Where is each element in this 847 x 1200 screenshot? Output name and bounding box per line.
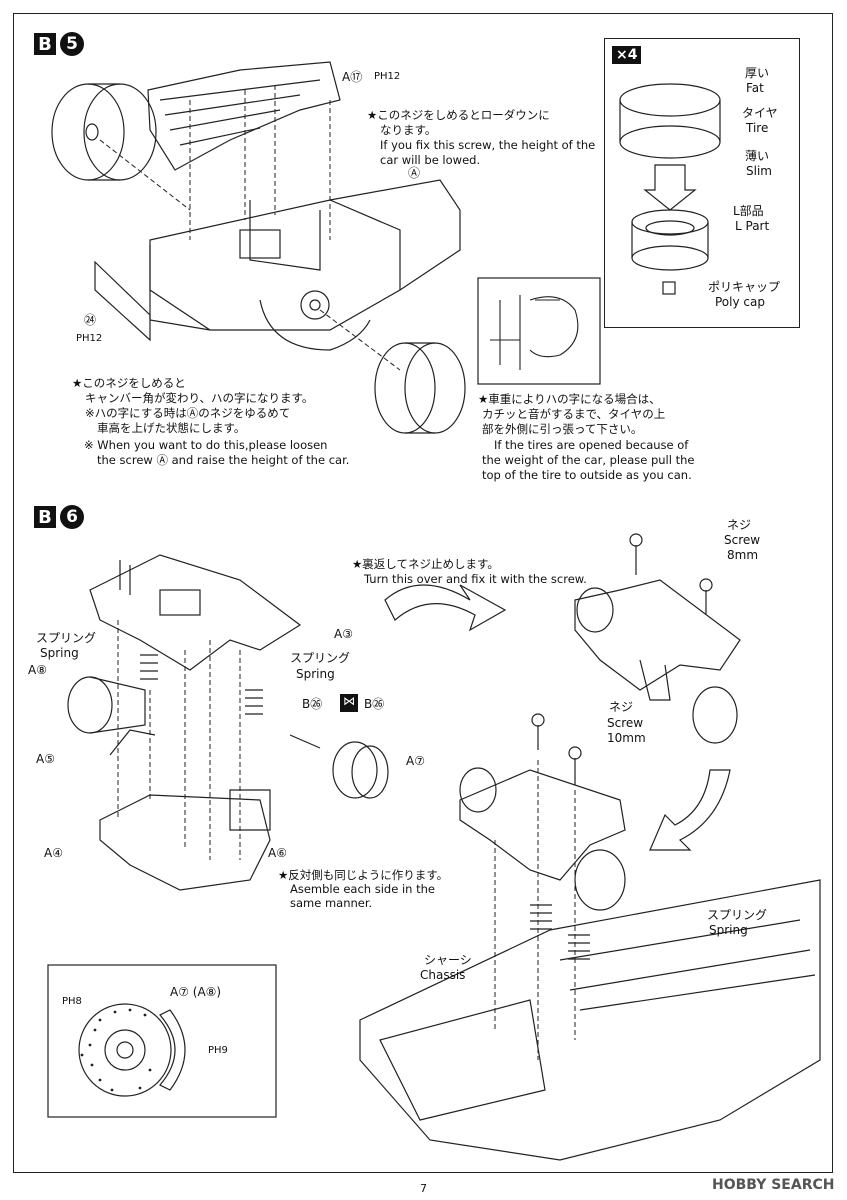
spring-mid-en: Spring [296, 667, 335, 681]
label-polycap-en: Poly cap [715, 295, 765, 309]
spring-left-en: Spring [40, 646, 79, 660]
tire-pull-note-jp-2: カチッと音がするまで、タイヤの上 [482, 407, 666, 421]
camber-note-en-2: the screw Ⓐ and raise the height of the … [97, 453, 350, 467]
lowdown-note-en-2: car will be lowed. [380, 153, 481, 167]
label-fat-jp: 厚い [745, 66, 770, 80]
part-b26-left-label: B㉖ [302, 697, 323, 711]
screw-10mm-en: Screw [607, 716, 644, 730]
label-lpart-en: L Part [735, 219, 770, 233]
spring-right-jp: スプリング [707, 908, 768, 922]
screw-8mm-jp: ネジ [727, 518, 752, 532]
part-a4-label: A④ [44, 846, 63, 860]
detail-ph8: PH8 [62, 996, 82, 1007]
chassis-jp: シャーシ [424, 953, 472, 967]
detail-ph9: PH9 [208, 1045, 228, 1056]
lowdown-note-jp-1: ★このネジをしめるとローダウンに [367, 108, 550, 122]
page-number: 7 [420, 1182, 427, 1195]
part-a7-label: A⑦ [406, 754, 425, 768]
part-ph12-left-label: PH12 [76, 333, 103, 344]
camber-note-jp-3: ※ハの字にする時はⒶのネジをゆるめて [85, 406, 291, 420]
step-letter: B [34, 33, 56, 55]
label-tire-jp: タイヤ [742, 106, 778, 120]
step-number: 5 [60, 32, 84, 56]
part-a5-label: A⑤ [36, 752, 55, 766]
label-fat-en: Fat [746, 81, 764, 95]
step-b6-badge: B 6 [34, 505, 84, 529]
same-manner-jp: ★反対側も同じように作ります。 [278, 868, 449, 882]
detail-part-a7-a8: A⑦ (A⑧) [170, 985, 222, 999]
tire-pull-note-en-1: If the tires are opened because of [494, 438, 689, 452]
part-24-label: ㉔ [84, 313, 97, 327]
spring-left-jp: スプリング [36, 631, 97, 645]
part-a6-label: A⑥ [268, 846, 287, 860]
label-slim-jp: 薄い [745, 149, 770, 163]
label-slim-en: Slim [746, 164, 772, 178]
part-a17-label: A⑰ [342, 70, 363, 84]
label-polycap-jp: ポリキャップ [708, 280, 781, 294]
part-b26-right-label: B㉖ [364, 697, 385, 711]
tire-pull-note-en-2: the weight of the car, please pull the [482, 453, 695, 467]
watermark: HOBBY SEARCH [712, 1177, 835, 1193]
screw-10mm-jp: ネジ [609, 700, 634, 714]
same-manner-en-1: Asemble each side in the [290, 882, 435, 896]
same-manner-en-2: same manner. [290, 896, 373, 910]
part-a-circle-label: Ⓐ [408, 166, 421, 180]
screw-10mm-length: 10mm [607, 731, 646, 745]
camber-note-en-1: ※ When you want to do this,please loosen [84, 438, 328, 452]
screw-8mm-length: 8mm [727, 548, 759, 562]
camber-note-jp-4: 車高を上げた状態にします。 [97, 421, 246, 435]
part-a3-label: A③ [334, 627, 353, 641]
step-b5-badge: B 5 [34, 32, 84, 56]
turn-over-jp: ★裏返してネジ止めします。 [352, 557, 499, 571]
camber-note-jp-2: キャンバー角が変わり、ハの字になります。 [85, 391, 314, 405]
lowdown-note-jp-2: なります。 [380, 123, 437, 137]
mirror-icon: ⋈ [340, 694, 358, 712]
label-lpart-jp: L部品 [733, 204, 764, 218]
spring-mid-jp: スプリング [290, 651, 351, 665]
spring-right-en: Spring [709, 923, 748, 937]
part-ph12-top-label: PH12 [374, 71, 401, 82]
tire-pull-note-jp-1: ★車重によりハの字になる場合は、 [478, 392, 661, 406]
screw-8mm-en: Screw [724, 533, 761, 547]
part-a8-label: A⑧ [28, 663, 47, 677]
step-letter: B [34, 506, 56, 528]
tire-pull-note-jp-3: 部を外側に引っ張って下さい。 [482, 422, 643, 436]
tire-pull-note-en-3: top of the tire to outside as you can. [482, 468, 692, 482]
tire-info-box [604, 38, 800, 328]
chassis-en: Chassis [420, 968, 466, 982]
turn-over-en: Turn this over and fix it with the screw… [364, 572, 587, 586]
quantity-badge: ×4 [612, 46, 642, 64]
label-tire-en: Tire [746, 121, 769, 135]
step-number: 6 [60, 505, 84, 529]
lowdown-note-en-1: If you fix this screw, the height of the [380, 138, 596, 152]
camber-note-jp-1: ★このネジをしめると [72, 376, 186, 390]
